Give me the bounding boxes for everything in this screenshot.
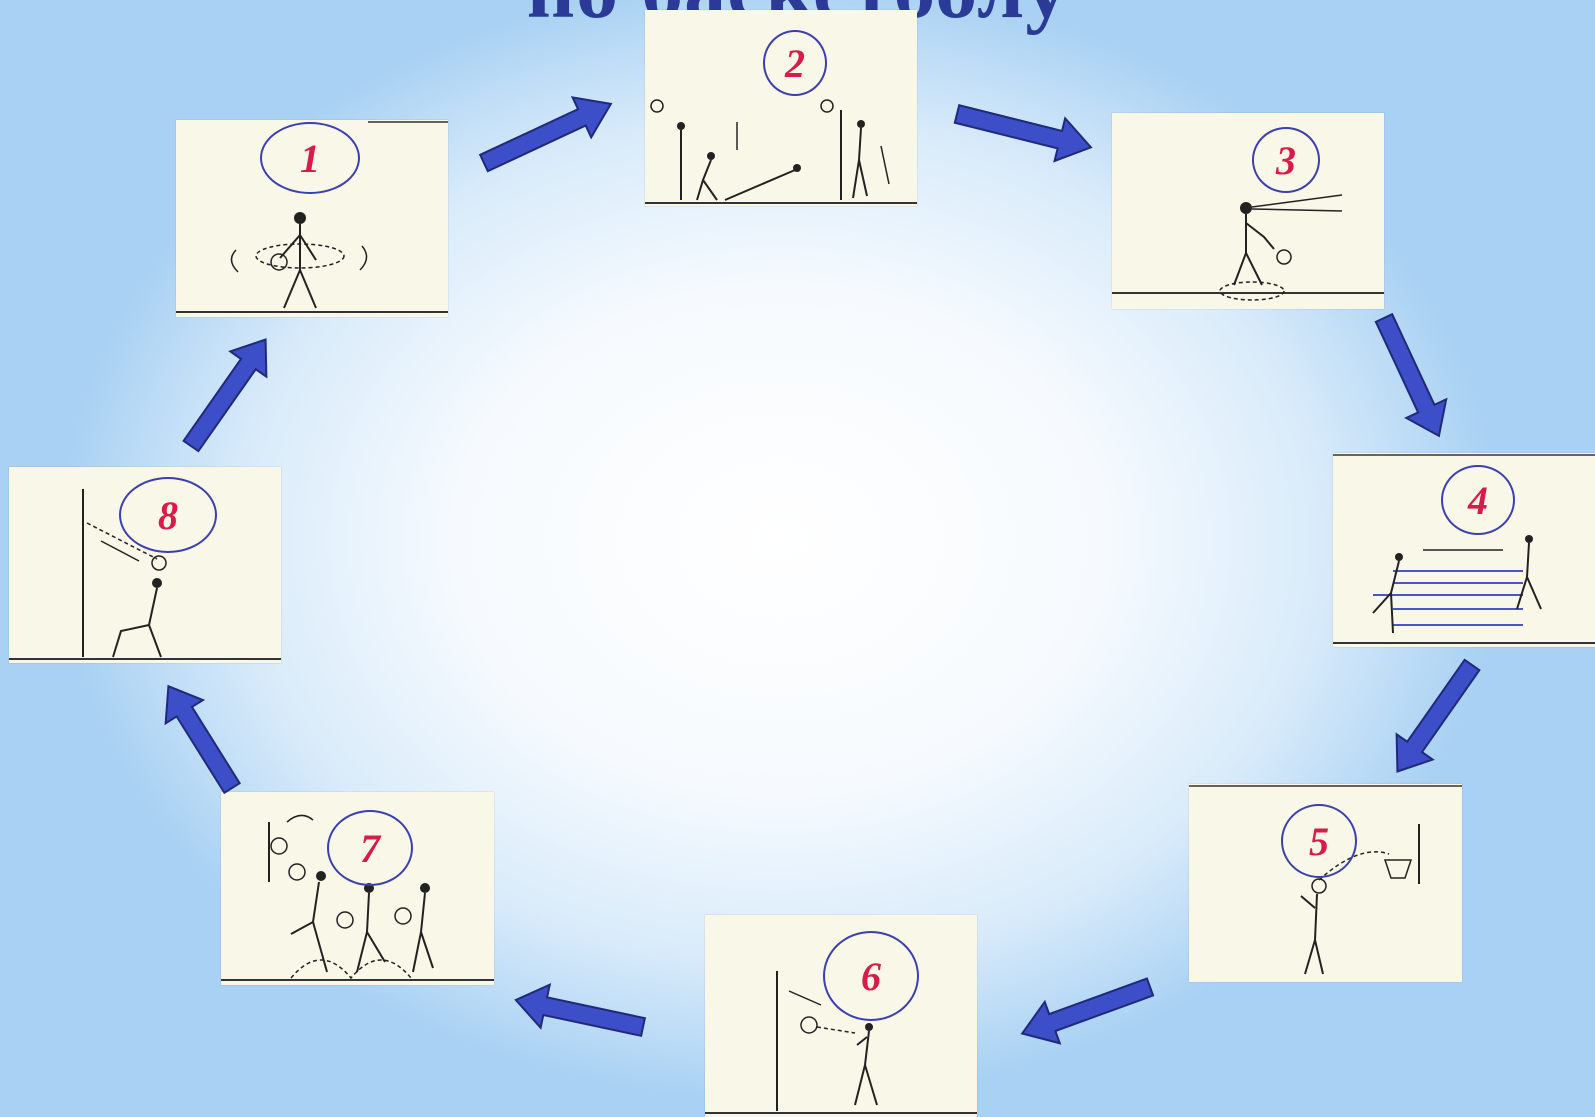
exercise-card-1: 1 — [176, 120, 448, 317]
arrow-6-to-7 — [511, 978, 647, 1048]
arrow-7-to-8 — [150, 675, 251, 800]
step-number: 1 — [300, 135, 320, 182]
arrow-3-to-4 — [1364, 309, 1459, 445]
step-number-badge: 2 — [763, 30, 827, 96]
step-number-badge: 5 — [1281, 804, 1357, 878]
step-number-badge: 4 — [1441, 465, 1515, 535]
step-number-badge: 7 — [327, 810, 413, 886]
stick-figure-illustration — [1112, 113, 1384, 309]
exercise-card-5: 5 — [1189, 784, 1462, 982]
step-number-badge: 1 — [260, 122, 360, 194]
step-number-badge: 8 — [119, 477, 217, 553]
step-number-badge: 3 — [1252, 127, 1320, 193]
step-number: 7 — [360, 825, 380, 872]
exercise-card-8: 8 — [9, 467, 281, 663]
step-number: 4 — [1468, 477, 1488, 524]
arrow-2-to-3 — [952, 93, 1097, 169]
exercise-card-4: 4 — [1333, 453, 1595, 647]
arrow-4-to-5 — [1379, 652, 1490, 784]
step-number: 8 — [158, 492, 178, 539]
step-number: 2 — [785, 40, 805, 87]
step-number: 3 — [1276, 137, 1296, 184]
exercise-card-2: 2 — [645, 10, 917, 206]
arrow-5-to-6 — [1015, 966, 1158, 1054]
exercise-card-6: 6 — [705, 915, 977, 1117]
step-number-badge: 6 — [823, 931, 919, 1021]
step-number: 5 — [1309, 818, 1329, 865]
step-number: 6 — [861, 953, 881, 1000]
arrow-1-to-2 — [475, 84, 620, 183]
arrow-8-to-1 — [173, 327, 284, 459]
exercise-card-3: 3 — [1112, 113, 1384, 309]
exercise-card-7: 7 — [221, 792, 494, 985]
